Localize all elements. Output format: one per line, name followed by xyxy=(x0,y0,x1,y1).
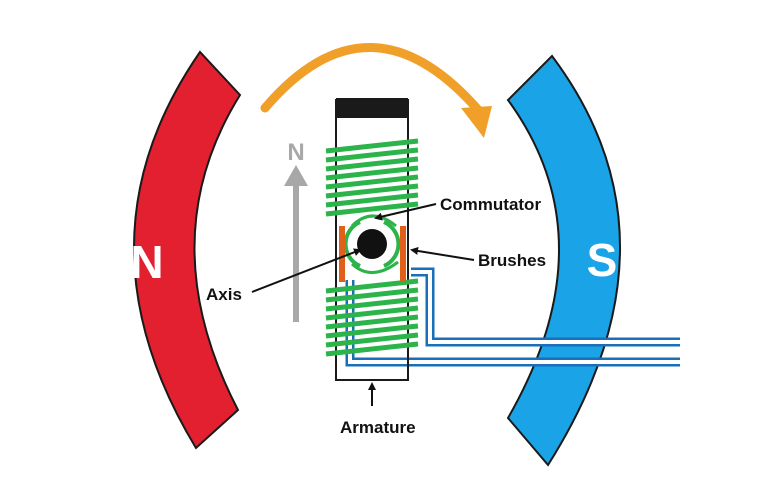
commutator-lead-top xyxy=(350,214,397,228)
commutator-segment-right xyxy=(383,220,401,268)
brush-left xyxy=(339,226,345,282)
field-direction-label: N xyxy=(287,139,304,166)
commutator-lead-bottom xyxy=(350,260,399,274)
rotation-arrow xyxy=(260,43,485,117)
south-pole-label: S xyxy=(587,234,618,286)
commutator-label: Commutator xyxy=(440,195,541,214)
field-arrowhead xyxy=(284,165,308,186)
lower-coil xyxy=(325,278,419,357)
brushes-label: Brushes xyxy=(478,251,546,270)
north-magnet xyxy=(133,50,242,450)
upper-coil xyxy=(325,138,419,217)
axis-label: Axis xyxy=(206,285,242,304)
commutator-pointer xyxy=(374,203,437,221)
axis-shaft xyxy=(357,229,387,259)
armature-label: Armature xyxy=(340,418,416,437)
brushes-pointer xyxy=(410,247,475,261)
brush-right xyxy=(400,226,406,282)
north-pole-label: N xyxy=(130,236,163,288)
armature-top-cap xyxy=(336,98,408,118)
rotation-arrowhead xyxy=(461,106,492,138)
axis-pointer xyxy=(251,248,362,293)
